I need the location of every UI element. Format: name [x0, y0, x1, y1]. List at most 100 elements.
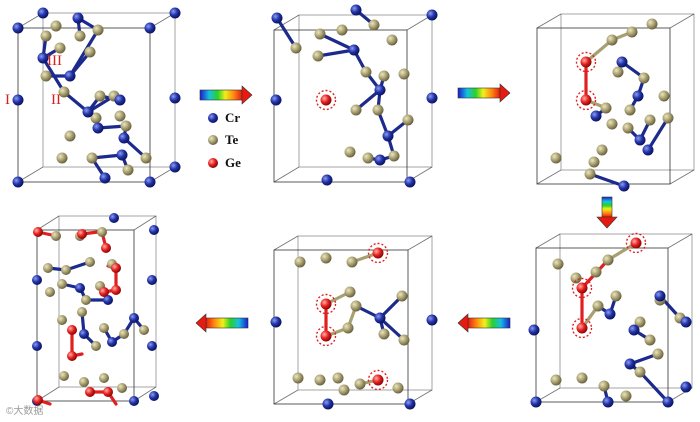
ge-atom [373, 375, 384, 386]
te-atom [337, 25, 348, 36]
legend-label-te: Te [225, 132, 238, 147]
te-atom [313, 51, 324, 62]
legend-item-te: Te [208, 132, 238, 147]
te-atom [345, 287, 356, 298]
te-atom [85, 47, 96, 58]
ge-atom [577, 283, 588, 294]
te-atom [99, 373, 109, 383]
cr-atom [617, 57, 628, 68]
cr-atom [129, 396, 139, 406]
te-atom [97, 227, 107, 237]
ge-atom [321, 95, 332, 106]
te-atom [345, 147, 356, 158]
te-atom [91, 341, 101, 351]
te-atom [553, 259, 564, 270]
te-atom [119, 329, 129, 339]
unit-cell-box [37, 216, 156, 401]
cr-atom [663, 397, 674, 408]
te-atom [123, 165, 134, 176]
panel-6-final-structure [32, 213, 159, 406]
ge-atom-icon [208, 158, 218, 168]
te-atom [87, 153, 98, 164]
te-atom [597, 145, 608, 156]
te-atom [571, 273, 582, 284]
arrow-right-2 [458, 84, 510, 102]
cr-atom [591, 111, 602, 122]
te-atom [623, 123, 634, 134]
ge-atom [99, 287, 109, 297]
te-atom [77, 307, 87, 317]
te-atom [57, 153, 68, 164]
cr-atom [681, 317, 692, 328]
te-atom [399, 69, 410, 80]
ge-atom [577, 323, 588, 334]
te-atom [551, 153, 562, 164]
te-atom [51, 231, 61, 241]
te-atom [55, 43, 66, 54]
cr-atom [100, 173, 111, 184]
cr-atom [619, 181, 630, 192]
site-label-ii: II [51, 92, 61, 108]
cr-atom [272, 13, 283, 24]
te-atom [315, 29, 326, 40]
cr-atom [149, 391, 159, 401]
ge-atom [321, 331, 332, 342]
ge-atom [111, 263, 121, 273]
cr-atom [13, 95, 24, 106]
cr-atom [129, 313, 139, 323]
arrow-down [597, 197, 617, 228]
watermark-text: ©大数据 [6, 404, 43, 417]
ge-atom [631, 238, 642, 249]
te-atom [659, 91, 670, 102]
te-atom [75, 31, 86, 42]
ge-atom [33, 227, 43, 237]
panel-5-ge-te-network [271, 236, 438, 410]
panel-3-ge-pair [537, 14, 694, 192]
te-atom [635, 367, 646, 378]
cr-atom [405, 399, 416, 410]
cr-atom [322, 175, 333, 186]
arrow-left-2 [196, 314, 248, 332]
te-atom [393, 383, 404, 394]
cr-atom [83, 107, 94, 118]
te-atom [591, 267, 602, 278]
te-atom [291, 43, 302, 54]
cr-atom [383, 131, 394, 142]
cr-atom [375, 313, 386, 324]
cr-atom [635, 135, 646, 146]
te-atom [59, 371, 69, 381]
cr-atom [32, 341, 42, 351]
te-atom [397, 291, 408, 302]
ge-atom [581, 95, 592, 106]
ge-atom [85, 387, 95, 397]
cr-atom [93, 123, 104, 134]
te-atom [45, 287, 55, 297]
te-atom [607, 35, 618, 46]
te-atom [57, 279, 67, 289]
cr-atom [633, 91, 644, 102]
cr-atom [32, 275, 42, 285]
ge-atom [111, 285, 121, 295]
cr-atom [170, 162, 181, 173]
te-atom [379, 329, 390, 340]
cr-atom [109, 213, 119, 223]
te-atom [373, 105, 384, 116]
te-atom [363, 153, 374, 164]
te-atom [347, 257, 358, 268]
cr-atom [107, 337, 117, 347]
cr-atom [271, 95, 282, 106]
te-atom [81, 295, 91, 305]
te-atom [621, 391, 632, 402]
cr-atom [655, 291, 666, 302]
cr-atom [625, 359, 636, 370]
cr-atom-icon [208, 113, 218, 123]
te-atom [121, 121, 132, 132]
cr-atom [38, 8, 49, 19]
panel-1-pristine [13, 8, 181, 188]
te-atom [625, 105, 636, 116]
legend: Cr Te Ge [208, 110, 241, 170]
cr-atom [115, 95, 126, 106]
cr-atom [73, 13, 84, 24]
te-atom [603, 255, 614, 266]
te-atom [599, 381, 610, 392]
